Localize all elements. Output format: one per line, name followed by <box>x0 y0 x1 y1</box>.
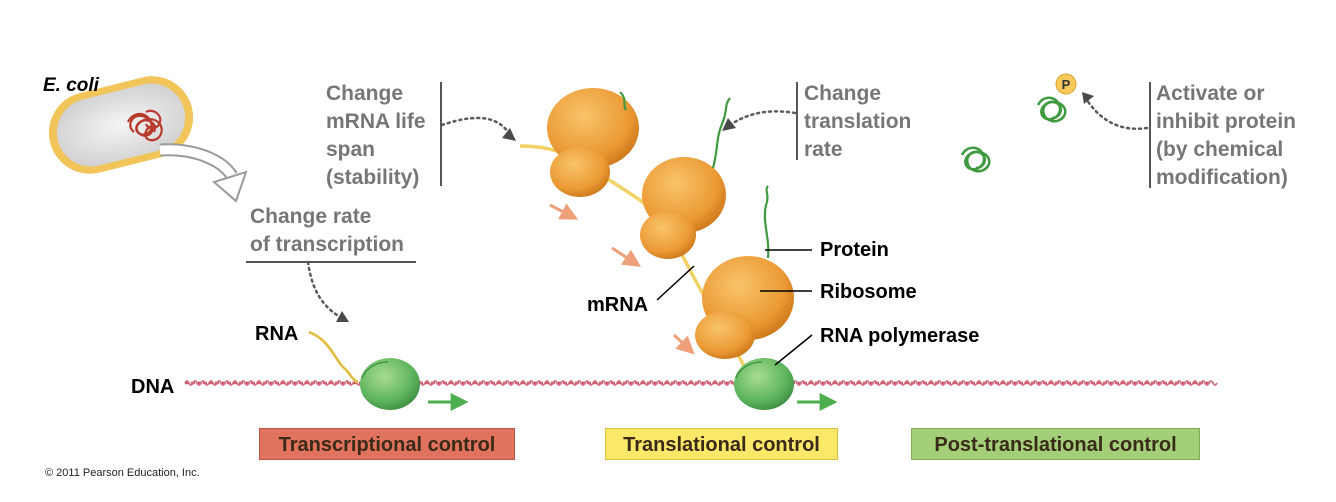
protein-modification-label: Activate or inhibit protein (by chemical… <box>1156 82 1296 189</box>
copyright-notice: © 2011 Pearson Education, Inc. <box>45 467 200 479</box>
cell-to-transcription-arrow <box>159 143 248 203</box>
chromosome-tangle <box>127 109 163 142</box>
ribosome-3 <box>695 256 794 359</box>
dna-strand <box>184 380 1218 386</box>
transcription-rate-label: Change rate of transcription <box>250 205 405 256</box>
translational-control-box: Translational control <box>605 428 838 460</box>
ribosome-1 <box>547 88 639 197</box>
post-translational-control-box: Post-translational control <box>911 428 1200 460</box>
ribosome-motion-arrows <box>549 203 695 355</box>
dna-label: DNA <box>131 376 175 398</box>
protein-tangle-phosphorylated <box>1036 96 1067 123</box>
rna-polymerase-right <box>734 358 794 410</box>
arrowhead-transcription <box>336 311 349 322</box>
protein-label: Protein <box>820 239 889 261</box>
rna-polymerase-left <box>360 358 420 410</box>
mrna-label: mRNA <box>587 294 649 316</box>
ribosome-label: Ribosome <box>820 281 917 303</box>
e-coli-label: E. coli <box>43 75 99 96</box>
leader-lines <box>656 249 813 366</box>
rna-polymerase-label: RNA polymerase <box>820 325 980 347</box>
phosphate-label: P <box>1062 77 1071 92</box>
rna-strand-left <box>308 330 359 384</box>
stability-bracket <box>440 82 442 186</box>
nascent-protein-chains <box>619 91 770 259</box>
translation-bracket <box>796 82 798 160</box>
arrowhead-protein <box>1082 92 1094 104</box>
transcription-underline <box>246 261 416 263</box>
arrowhead-stability <box>502 128 516 141</box>
ribosome-2 <box>640 157 726 259</box>
phosphate-group: P <box>1055 73 1077 95</box>
modification-bracket <box>1149 82 1151 188</box>
mrna-stability-label: Change mRNA life span (stability) <box>326 82 426 189</box>
translation-rate-label: Change translation rate <box>804 82 912 161</box>
protein-tangle-free <box>960 146 991 173</box>
regulation-dotted-arrows <box>306 98 1149 320</box>
rna-strand-left-outline <box>308 331 359 383</box>
arrowhead-translation <box>722 118 736 131</box>
e-coli-cell <box>48 76 194 174</box>
transcriptional-control-box: Transcriptional control <box>259 428 515 460</box>
rna-label: RNA <box>255 323 299 345</box>
